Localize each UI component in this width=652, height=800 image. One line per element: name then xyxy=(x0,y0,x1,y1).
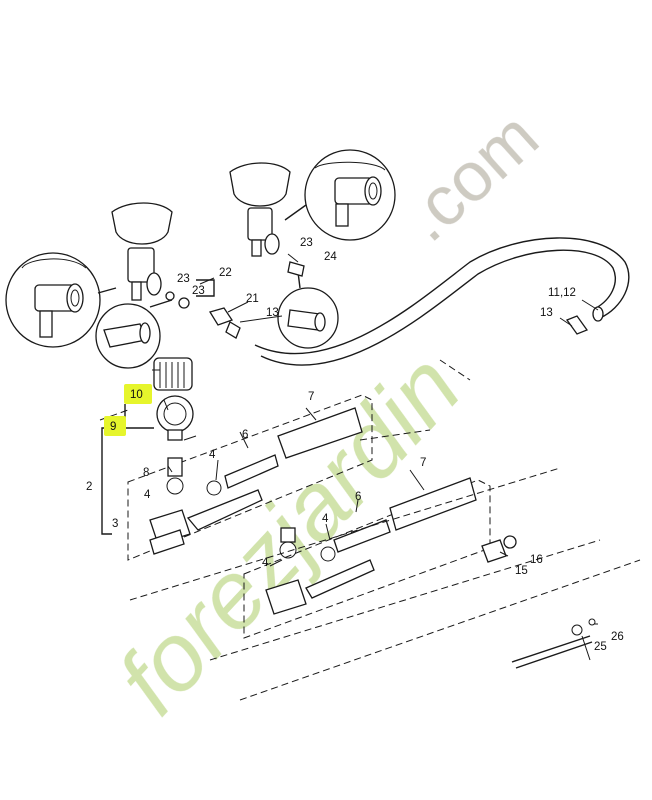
label-26: 26 xyxy=(611,631,624,643)
label-2: 2 xyxy=(86,481,92,493)
highlight-10 xyxy=(124,384,152,404)
label-4d: 4 xyxy=(262,557,269,569)
label-6b: 6 xyxy=(355,491,361,503)
leader-lines xyxy=(152,253,599,661)
bracket-9-10 xyxy=(124,404,154,429)
label-24: 24 xyxy=(324,251,337,263)
label-13a: 13 xyxy=(540,307,553,319)
bracket-22 xyxy=(196,279,215,297)
assembly-upper-parts xyxy=(149,407,363,555)
label-7a: 7 xyxy=(308,391,314,403)
label-9: 9 xyxy=(110,421,116,433)
zoom-circle-small-right xyxy=(277,271,339,349)
guide-lines xyxy=(99,359,641,701)
label-11-12: 11,12 xyxy=(548,287,576,299)
label-7b: 7 xyxy=(420,457,426,469)
hose xyxy=(254,237,630,366)
zoom-circle-left xyxy=(5,252,117,348)
zoom-circle-upper xyxy=(284,149,396,241)
label-4b: 4 xyxy=(209,449,216,461)
part-labels: 11,12 13 13 21 22 23 23 23 24 10 9 2 3 8… xyxy=(86,237,624,653)
label-10: 10 xyxy=(130,389,143,401)
lance xyxy=(511,618,596,669)
label-6a: 6 xyxy=(242,429,248,441)
assembly-box-upper xyxy=(127,394,373,561)
label-4a: 4 xyxy=(144,489,151,501)
label-23c: 23 xyxy=(300,237,313,249)
valve-right xyxy=(229,162,291,257)
label-15: 15 xyxy=(515,565,528,577)
label-22: 22 xyxy=(219,267,232,279)
zoom-circle-small-left xyxy=(95,299,173,369)
label-16: 16 xyxy=(530,554,543,566)
valve-left xyxy=(111,202,173,301)
watermark-domain: .com xyxy=(388,97,553,256)
label-23b: 23 xyxy=(192,285,205,297)
label-13b: 13 xyxy=(266,307,279,319)
assembly-lower-parts xyxy=(265,477,517,615)
highlight-9 xyxy=(104,416,126,436)
label-4c: 4 xyxy=(322,513,329,525)
label-21: 21 xyxy=(246,293,259,305)
label-23a: 23 xyxy=(177,273,190,285)
label-8: 8 xyxy=(143,467,149,479)
label-25: 25 xyxy=(594,641,607,653)
small-fittings xyxy=(165,261,305,339)
label-3: 3 xyxy=(112,518,118,530)
